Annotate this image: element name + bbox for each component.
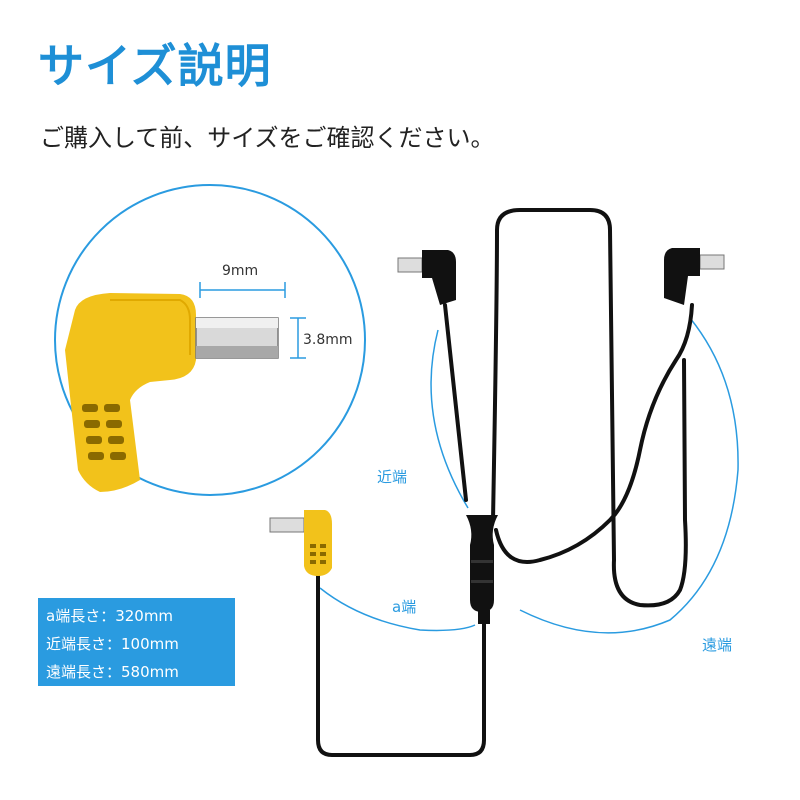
near-end-label: 近端 — [377, 468, 407, 486]
dimension-width-label: 9mm — [222, 263, 258, 279]
cable-assembly — [316, 208, 694, 757]
spec-line-a-end: a端長さ：320mm — [46, 607, 174, 625]
a-end-label: a端 — [392, 598, 416, 616]
zoom-callout: 9mm 3.8mm — [54, 184, 366, 496]
length-guides — [319, 317, 739, 634]
far-end-connector — [664, 248, 725, 305]
y-splitter — [466, 515, 498, 624]
spec-line-near-end: 近端長さ：100mm — [46, 635, 179, 653]
near-end-connector — [397, 250, 456, 305]
dimension-diameter-label: 3.8mm — [303, 332, 353, 348]
spec-line-far-end: 遠端長さ：580mm — [46, 663, 179, 681]
a-end-connector — [269, 510, 332, 576]
page-title: サイズ説明 — [38, 39, 272, 93]
page-subtitle: ご購入して前、サイズをご確認ください。 — [40, 124, 495, 152]
far-end-label: 遠端 — [702, 636, 732, 654]
length-spec-box: a端長さ：320mm 近端長さ：100mm 遠端長さ：580mm — [38, 598, 235, 686]
